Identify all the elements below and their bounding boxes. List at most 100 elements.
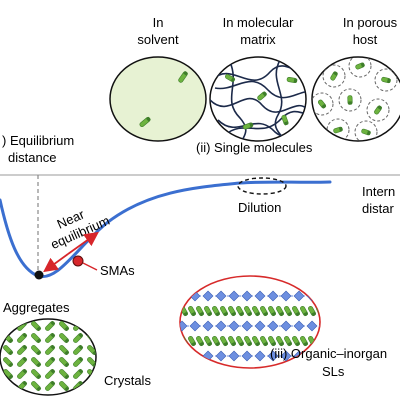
molecule-glyph <box>73 332 84 343</box>
molecule-cap <box>231 311 237 317</box>
molecule-cap <box>215 341 221 347</box>
molecule-glyph <box>292 306 301 317</box>
molecule-glyph <box>268 336 277 347</box>
molecule-cap <box>255 341 261 347</box>
molecule-glyph <box>3 369 14 380</box>
molecule-cap <box>146 116 151 122</box>
molecule-glyph <box>236 336 245 347</box>
label-single-molecules: (ii) Single molecules <box>196 140 313 155</box>
molecule-cap <box>8 350 14 356</box>
molecule-cap <box>22 332 28 338</box>
molecule-glyph <box>59 345 70 356</box>
molecule-cap <box>263 311 269 317</box>
molecule-glyph <box>45 368 56 379</box>
label-internal-distance-2: distar <box>362 201 394 216</box>
molecule-glyph <box>188 336 197 347</box>
molecule-glyph <box>178 71 188 83</box>
pore-circle <box>348 57 372 78</box>
molecule-cap <box>92 374 96 380</box>
hybrid-layer-stack <box>180 290 320 362</box>
molecule-glyph <box>281 114 289 126</box>
octahedron-unit <box>293 290 305 302</box>
molecule-glyph <box>3 357 14 368</box>
molecule-cap <box>279 311 285 317</box>
molecule-cap <box>64 386 70 392</box>
label-in-porous-host-2: host <box>353 32 378 47</box>
label-internal-distance-1: Intern <box>362 184 395 199</box>
molecule-cap <box>8 326 14 332</box>
octahedron-unit <box>215 290 227 302</box>
molecule-glyph <box>45 356 56 367</box>
molecule-cap <box>36 326 42 332</box>
molecule-glyph <box>196 336 205 347</box>
molecule-cap <box>249 122 254 128</box>
octahedron-unit <box>228 290 240 302</box>
molecule-cap <box>78 332 84 338</box>
molecule-cap <box>50 380 56 386</box>
molecule-cap <box>64 362 70 368</box>
molecule-glyph <box>252 306 261 317</box>
molecule-glyph <box>204 336 213 347</box>
octahedron-unit <box>189 320 201 332</box>
octahedron-unit <box>180 350 188 362</box>
molecule-glyph <box>45 332 56 343</box>
molecule-cap <box>271 341 277 347</box>
molecule-cap <box>191 341 197 347</box>
label-crystals: Crystals <box>104 373 151 388</box>
molecule-glyph <box>228 336 237 347</box>
hybrid-superlattice-ellipse <box>179 275 321 369</box>
pore-circle <box>312 92 334 116</box>
molecule-glyph <box>17 344 28 355</box>
molecule-glyph <box>300 306 309 317</box>
molecule-cap <box>311 311 317 317</box>
octahedron-unit <box>202 290 214 302</box>
molecule-glyph <box>374 105 383 115</box>
octahedron-unit <box>202 320 214 332</box>
octahedron-unit <box>280 350 292 362</box>
molecule-glyph <box>188 306 197 317</box>
molecule-cap <box>215 311 221 317</box>
molecule-cap <box>8 374 14 380</box>
octahedron-unit <box>215 350 227 362</box>
molecule-glyph <box>276 336 285 347</box>
molecule-glyph <box>244 306 253 317</box>
dilution-marker <box>237 177 287 195</box>
molecule-cap <box>64 338 70 344</box>
solvent-molecules <box>139 71 188 128</box>
molecule-glyph <box>300 336 309 347</box>
molecule-glyph <box>284 306 293 317</box>
molecule-cap <box>22 344 28 350</box>
label-in-molecular-matrix-1: In molecular <box>223 15 294 30</box>
molecule-cap <box>92 386 96 392</box>
molecule-cap <box>223 341 229 347</box>
molecule-cap <box>50 356 56 362</box>
molecule-glyph <box>317 99 327 109</box>
molecule-cap <box>295 311 301 317</box>
molecule-cap <box>303 341 309 347</box>
molecule-cap <box>64 326 70 332</box>
molecule-cap <box>279 341 285 347</box>
label-organic-inorganic-2: SLs <box>322 364 345 379</box>
molecule-glyph <box>286 76 298 84</box>
molecule-cap <box>22 356 28 362</box>
molecule-glyph <box>45 320 56 331</box>
label-in-porous-host-1: In porous <box>343 15 398 30</box>
molecule-glyph <box>260 306 269 317</box>
molecule-glyph <box>333 126 343 134</box>
molecule-cap <box>287 341 293 347</box>
molecule-glyph <box>59 333 70 344</box>
molecule-glyph <box>73 344 84 355</box>
molecule-glyph <box>31 357 42 368</box>
molecule-glyph <box>347 95 353 105</box>
molecule-cap <box>366 130 371 136</box>
molecule-glyph <box>59 321 70 332</box>
molecule-cap <box>231 341 237 347</box>
near-equilibrium-arrow-down <box>43 253 69 273</box>
molecule-glyph <box>45 380 56 391</box>
molecule-cap <box>295 341 301 347</box>
pore-circle <box>354 120 378 141</box>
molecule-cap <box>36 362 42 368</box>
crystal-molecule-array <box>3 320 96 392</box>
